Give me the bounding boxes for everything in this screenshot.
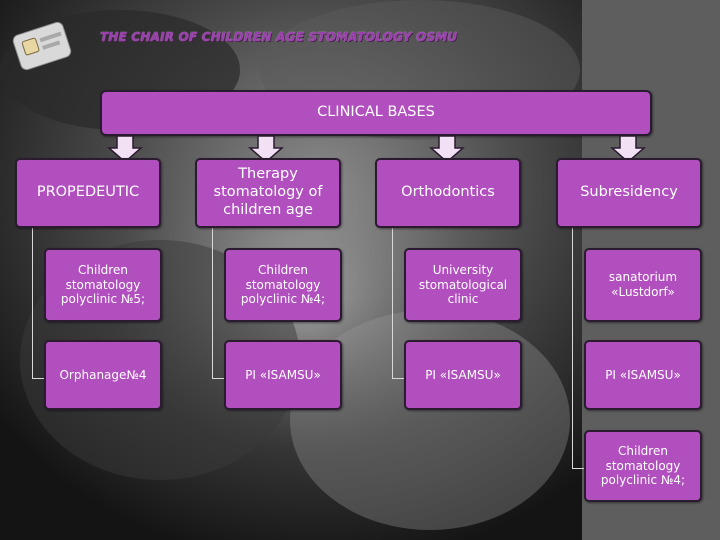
clinical-bases-header: CLINICAL BASES (100, 90, 652, 136)
item-label: PI «ISAMSU» (605, 367, 681, 382)
item-propedeutic-2: Orphanage№4 (44, 340, 162, 410)
slide-title: THE CHAIR OF CHILDREN AGE STOMATOLOGY OS… (100, 30, 458, 44)
item-label: PI «ISAMSU» (425, 367, 501, 382)
heading-propedeutic: PROPEDEUTIC (15, 158, 161, 228)
item-subresidency-3: Children stomatology polyclinic №4; (584, 430, 702, 502)
connector-col-4 (572, 228, 585, 469)
item-propedeutic-1: Children stomatology polyclinic №5; (44, 248, 162, 322)
header-label: CLINICAL BASES (317, 104, 435, 121)
item-orthodontics-2: PI «ISAMSU» (404, 340, 522, 410)
item-label: Orphanage№4 (59, 367, 147, 382)
connector-col-3 (392, 228, 405, 379)
item-label: University stomatological clinic (418, 263, 508, 307)
item-label: Children stomatology polyclinic №4; (240, 263, 326, 307)
item-therapy-1: Children stomatology polyclinic №4; (224, 248, 342, 322)
item-subresidency-2: PI «ISAMSU» (584, 340, 702, 410)
heading-label: Therapy stomatology of children age (213, 166, 323, 218)
heading-label: Subresidency (580, 184, 678, 201)
item-label: PI «ISAMSU» (245, 367, 321, 382)
connector-col-2 (212, 228, 225, 379)
item-label: sanatorium «Lustdorf» (608, 270, 678, 299)
heading-label: PROPEDEUTIC (36, 184, 140, 201)
item-orthodontics-1: University stomatological clinic (404, 248, 522, 322)
heading-orthodontics: Orthodontics (375, 158, 521, 228)
heading-subresidency: Subresidency (556, 158, 702, 228)
item-subresidency-1: sanatorium «Lustdorf» (584, 248, 702, 322)
flag-logo-icon (12, 21, 72, 71)
item-label: Children stomatology polyclinic №5; (60, 263, 146, 307)
connector-col-1 (32, 228, 45, 379)
item-therapy-2: PI «ISAMSU» (224, 340, 342, 410)
heading-label: Orthodontics (401, 184, 495, 201)
heading-therapy: Therapy stomatology of children age (195, 158, 341, 228)
item-label: Children stomatology polyclinic №4; (600, 444, 686, 488)
